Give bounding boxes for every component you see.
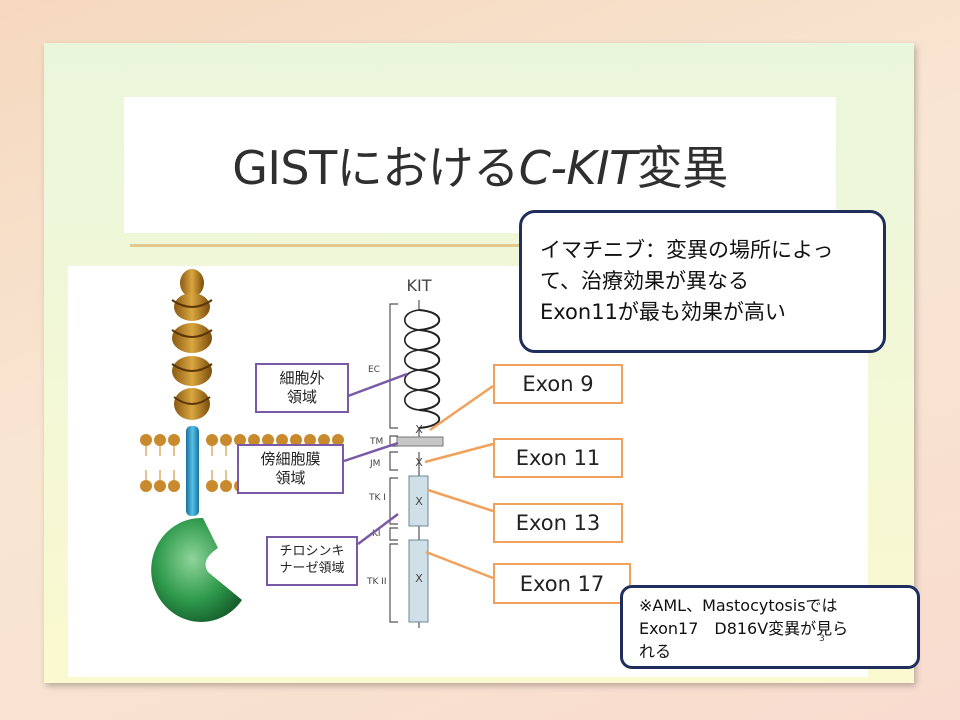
ki-code: KI [372, 529, 381, 539]
note-line-2: Exon17 D816V変異が見ら [639, 619, 849, 638]
exon-17-box: Exon 17 [493, 563, 631, 604]
label-extracellular: 細胞外 領域 [255, 363, 349, 413]
note-callout: ※AML、Mastocytosisでは Exon17 D816V変異が見ら れる [620, 585, 920, 669]
exon-11-box: Exon 11 [493, 438, 623, 478]
kinase-domain-shape [151, 517, 242, 622]
title-emphasis: C-KIT [518, 141, 638, 195]
callout-line-3: Exon11が最も効果が高い [540, 300, 786, 324]
exon-13-box: Exon 13 [493, 503, 623, 543]
note-line-3: れる [639, 642, 672, 661]
label-tyrosine-kinase: チロシンキ ナーゼ領域 [266, 536, 358, 586]
page-title: GISTにおけるC-KIT変異 [232, 132, 728, 198]
exon-9-box: Exon 9 [493, 364, 623, 404]
extracellular-loops [418, 309, 440, 429]
note-line-1: ※AML、Mastocytosisでは [639, 596, 838, 615]
receptor-coil [171, 269, 213, 420]
mutation-mark-ec: X [415, 423, 423, 436]
transmembrane-helix [186, 426, 199, 516]
kit-label: KIT [407, 276, 432, 295]
ec-code: EC [368, 365, 380, 375]
jm-code: JM [369, 459, 380, 469]
tm-bar [396, 436, 444, 447]
mutation-mark-tk1: X [415, 495, 423, 508]
callout-line-2: て、治療効果が異なる [540, 269, 749, 293]
label-juxtamembrane: 傍細胞膜 領域 [237, 444, 344, 494]
tk1-box [408, 475, 429, 527]
tk2-code: TK II [366, 577, 387, 587]
tm-code: TM [369, 437, 383, 447]
title-box: GISTにおけるC-KIT変異 [124, 97, 836, 233]
callout-line-1: イマチニブ：変異の場所によっ [540, 238, 834, 262]
extracellular-loops-left [403, 309, 420, 411]
mutation-mark-tk2: X [415, 572, 423, 585]
page-number: 3 [819, 634, 825, 644]
title-suffix: 変異 [636, 141, 729, 195]
tk2-box [408, 539, 429, 623]
title-rule [130, 244, 530, 247]
exon-connectors [424, 384, 494, 580]
imatinib-callout: イマチニブ：変異の場所によっ て、治療効果が異なる Exon11が最も効果が高い [519, 210, 886, 353]
mutation-mark-jm: X [415, 456, 423, 469]
tk1-code: TK I [368, 493, 386, 503]
region-connectors [343, 372, 408, 545]
title-prefix: GISTにおける [232, 141, 519, 195]
